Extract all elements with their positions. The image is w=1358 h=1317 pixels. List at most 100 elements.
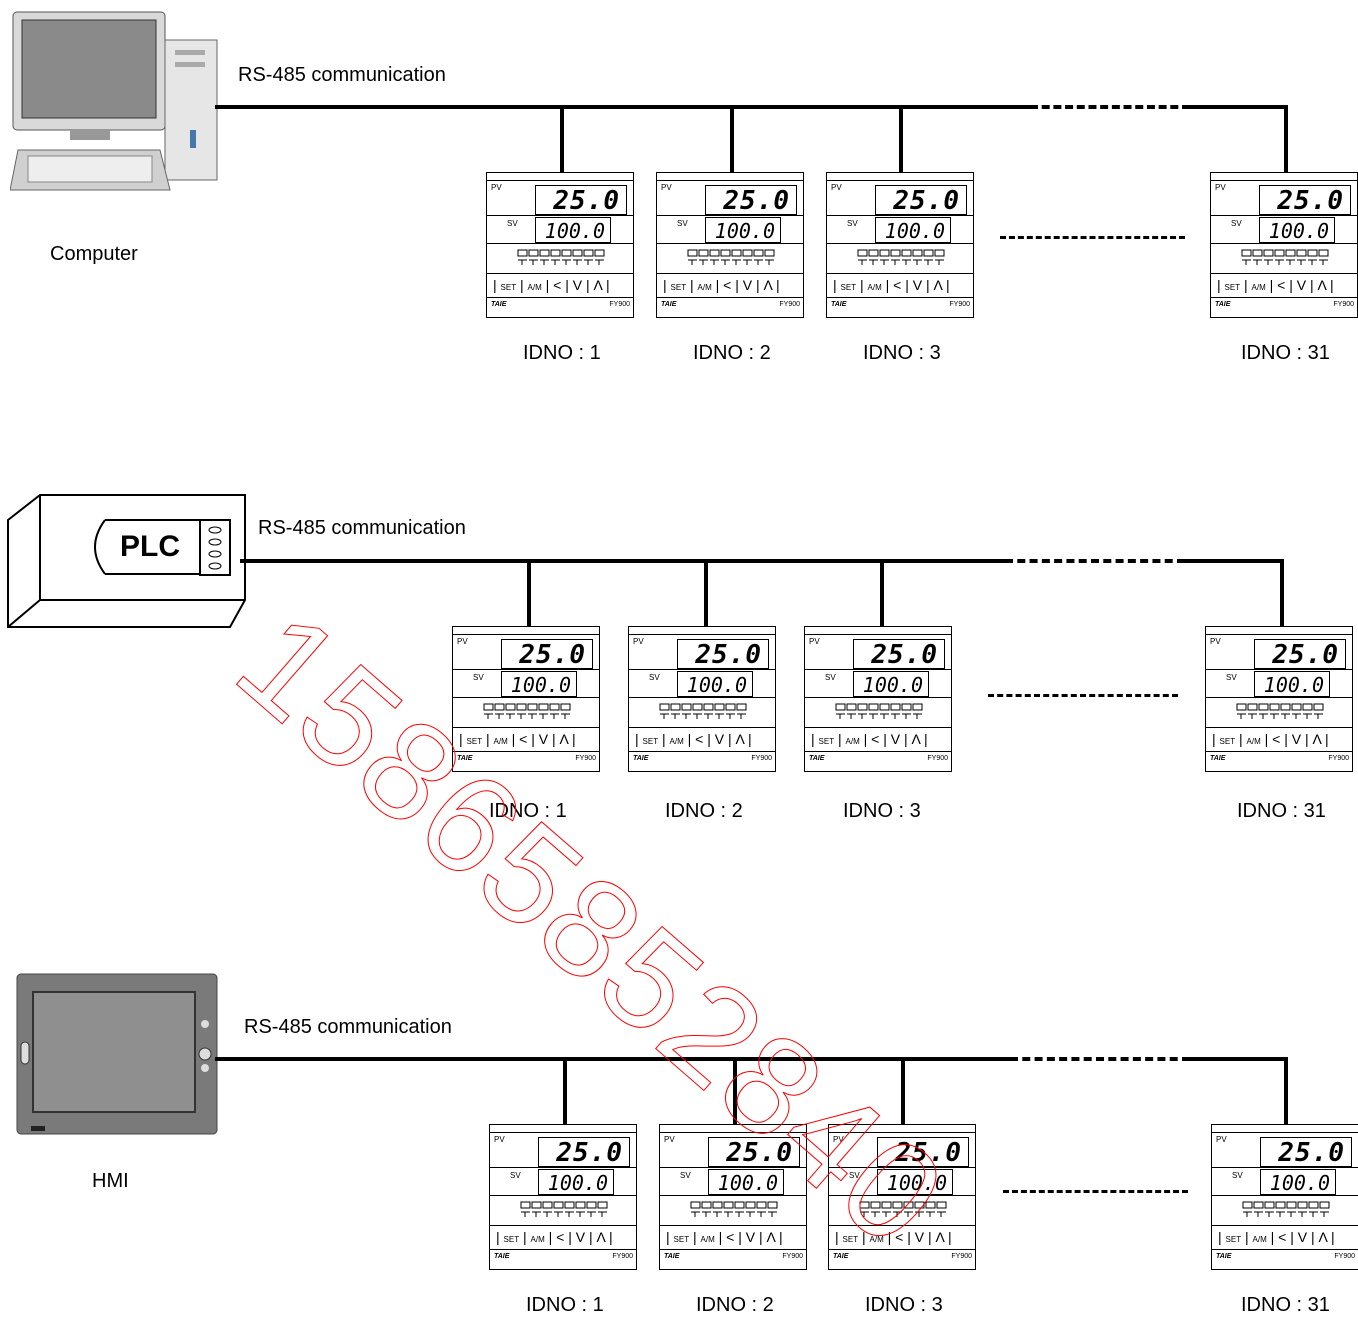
key-4: Λ (933, 277, 943, 293)
key-row: | SET | A/M | < | V | Λ | (635, 731, 752, 747)
indicator-leds (690, 1201, 778, 1217)
key-2: < (695, 731, 704, 747)
key-2: < (556, 1229, 565, 1245)
key-1: A/M (527, 283, 542, 292)
drop-line (899, 105, 903, 173)
host-label-hmi: HMI (92, 1170, 129, 1192)
key-4: Λ (596, 1229, 606, 1245)
sv-value: 100.0 (547, 1171, 608, 1195)
key-row: | SET | A/M | < | V | Λ | (1217, 277, 1334, 293)
key-row: | SET | A/M | < | V | Λ | (666, 1229, 783, 1245)
pv-value: 25.0 (695, 640, 762, 670)
indicator-leds (659, 703, 747, 719)
sv-label: SV (510, 1171, 521, 1180)
pv-display: 25.0 (677, 639, 769, 670)
sv-label: SV (680, 1171, 691, 1180)
pv-value: 25.0 (556, 1138, 623, 1168)
pv-value: 25.0 (895, 1138, 962, 1168)
id-label: IDNO : 1 (489, 800, 567, 822)
model-label: FY900 (612, 1253, 633, 1260)
bus-label-3: RS-485 communication (244, 1016, 452, 1038)
pv-value: 25.0 (519, 640, 586, 670)
bus-continuation-1 (1030, 105, 1190, 109)
rs485-bus-1-end (1190, 105, 1288, 109)
sv-label: SV (849, 1171, 860, 1180)
key-3: V (1297, 1229, 1308, 1245)
rs485-bus-2-end (1185, 559, 1284, 563)
sv-display: 100.0 (877, 1169, 953, 1195)
model-label: FY900 (779, 301, 800, 308)
pv-display: 25.0 (708, 1137, 800, 1168)
id-label: IDNO : 1 (523, 342, 601, 364)
pv-display: 25.0 (875, 185, 967, 216)
sv-label: SV (507, 219, 518, 228)
rs485-bus-3-end (1190, 1057, 1288, 1061)
key-4: Λ (763, 277, 773, 293)
sv-value: 100.0 (510, 673, 571, 697)
sv-label: SV (677, 219, 688, 228)
indicator-leds (857, 249, 945, 265)
drop-line (901, 1057, 905, 1125)
pv-display: 25.0 (538, 1137, 630, 1168)
pv-display: 25.0 (1254, 639, 1346, 670)
sv-value: 100.0 (862, 673, 923, 697)
indicator-leds (520, 1201, 608, 1217)
key-3: V (538, 731, 549, 747)
pv-value: 25.0 (723, 186, 790, 216)
pv-label: PV (633, 637, 644, 646)
key-2: < (1277, 277, 1286, 293)
bus-continuation-2 (1005, 559, 1185, 563)
drop-line (880, 559, 884, 627)
key-2: < (893, 277, 902, 293)
key-3: V (575, 1229, 586, 1245)
sv-display: 100.0 (853, 671, 929, 697)
key-4: Λ (1318, 1229, 1328, 1245)
sv-label: SV (1226, 673, 1237, 682)
key-0: SET (842, 1235, 859, 1244)
omitted-units-dash-1 (1000, 236, 1185, 239)
key-3: V (572, 277, 583, 293)
sv-display: 100.0 (501, 671, 577, 697)
sv-label: SV (1232, 1171, 1243, 1180)
drop-line (730, 105, 734, 173)
key-1: A/M (669, 737, 684, 746)
model-label: FY900 (949, 301, 970, 308)
key-row: | SET | A/M | < | V | Λ | (493, 277, 610, 293)
key-1: A/M (1251, 283, 1266, 292)
pv-label: PV (831, 183, 842, 192)
drop-line (563, 1057, 567, 1125)
key-3: V (714, 731, 725, 747)
brand-label: TAIE (809, 755, 825, 762)
key-2: < (1278, 1229, 1287, 1245)
key-4: Λ (911, 731, 921, 747)
sv-value: 100.0 (1268, 219, 1329, 243)
key-0: SET (500, 283, 517, 292)
key-row: | SET | A/M | < | V | Λ | (835, 1229, 952, 1245)
brand-label: TAIE (457, 755, 473, 762)
pv-display: 25.0 (877, 1137, 969, 1168)
id-label: IDNO : 2 (696, 1294, 774, 1316)
drop-line (1284, 105, 1288, 173)
sv-display: 100.0 (708, 1169, 784, 1195)
key-row: | SET | A/M | < | V | Λ | (811, 731, 928, 747)
key-2: < (519, 731, 528, 747)
sv-display: 100.0 (677, 671, 753, 697)
indicator-leds (1236, 703, 1324, 719)
brand-label: TAIE (1210, 755, 1226, 762)
key-2: < (726, 1229, 735, 1245)
pv-label: PV (491, 183, 502, 192)
bus-label-1: RS-485 communication (238, 64, 446, 86)
pv-label: PV (1215, 183, 1226, 192)
key-3: V (890, 731, 901, 747)
brand-label: TAIE (633, 755, 649, 762)
model-label: FY900 (782, 1253, 803, 1260)
indicator-leds (483, 703, 571, 719)
key-2: < (723, 277, 732, 293)
model-label: FY900 (1334, 1253, 1355, 1260)
key-4: Λ (559, 731, 569, 747)
